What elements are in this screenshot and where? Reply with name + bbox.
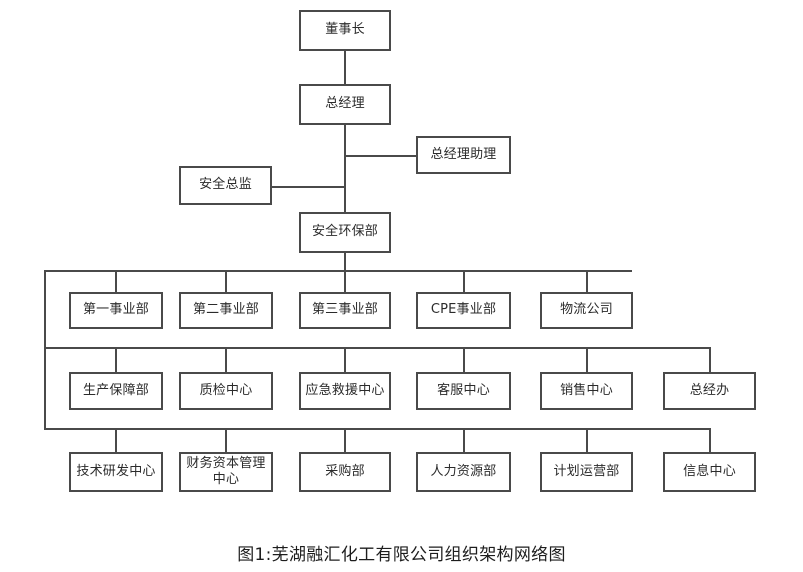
connector-gm-spine xyxy=(344,125,346,212)
node-centers-row-3[interactable]: 客服中心 xyxy=(416,372,511,410)
connector-drop-support-row-4 xyxy=(585,428,588,452)
node-label: 总经理助理 xyxy=(430,146,497,162)
node-centers-row-5[interactable]: 总经办 xyxy=(663,372,756,410)
connector-drop-support-row-2 xyxy=(344,428,346,452)
node-business-units-row-3[interactable]: CPE事业部 xyxy=(416,292,511,329)
connector-gm-to-assistant xyxy=(344,155,416,157)
connector-chairman-to-gm xyxy=(344,51,346,84)
node-label: 第二事业部 xyxy=(192,302,259,318)
node-support-row-1[interactable]: 财务资本管理中心 xyxy=(179,452,273,492)
node-centers-row-0[interactable]: 生产保障部 xyxy=(69,372,163,410)
node-label: 应急救援中心 xyxy=(305,382,385,398)
node-chairman[interactable]: 董事长 xyxy=(299,10,391,51)
node-support-row-3[interactable]: 人力资源部 xyxy=(416,452,511,492)
node-label: 生产保障部 xyxy=(82,382,149,398)
connector-bus-support-row xyxy=(44,428,710,430)
node-safety-director[interactable]: 安全总监 xyxy=(179,166,272,205)
node-label: 第三事业部 xyxy=(311,302,378,318)
node-label: 质检中心 xyxy=(199,382,253,398)
node-business-units-row-4[interactable]: 物流公司 xyxy=(540,292,633,329)
connector-safety-to-bus xyxy=(344,253,346,270)
connector-drop-centers-row-4 xyxy=(585,347,588,372)
node-support-row-0[interactable]: 技术研发中心 xyxy=(69,452,163,492)
connector-left-spine xyxy=(44,270,46,428)
node-label: 人力资源部 xyxy=(430,463,497,479)
node-label: 安全环保部 xyxy=(311,224,378,240)
node-support-row-2[interactable]: 采购部 xyxy=(299,452,391,492)
node-label: 董事长 xyxy=(325,22,365,38)
node-label: 计划运营部 xyxy=(553,463,620,479)
figure-caption: 图1:芜湖融汇化工有限公司组织架构网络图 xyxy=(237,545,566,565)
node-label: CPE事业部 xyxy=(430,302,497,318)
node-label: 安全总监 xyxy=(199,177,252,193)
connector-drop-centers-row-1 xyxy=(225,347,227,372)
connector-drop-centers-row-5 xyxy=(708,347,711,372)
node-label: 客服中心 xyxy=(437,382,490,398)
connector-drop-centers-row-0 xyxy=(115,347,117,372)
connector-drop-business-units-row-2 xyxy=(344,270,346,292)
connector-drop-business-units-row-4 xyxy=(585,270,588,292)
connector-drop-centers-row-2 xyxy=(344,347,346,372)
node-safety-env-dept[interactable]: 安全环保部 xyxy=(299,212,391,253)
connector-drop-business-units-row-3 xyxy=(462,270,465,292)
connector-drop-business-units-row-1 xyxy=(225,270,227,292)
node-label: 物流公司 xyxy=(560,302,613,318)
node-label: 销售中心 xyxy=(560,382,613,398)
node-support-row-5[interactable]: 信息中心 xyxy=(663,452,756,492)
node-centers-row-2[interactable]: 应急救援中心 xyxy=(299,372,391,410)
connector-drop-support-row-3 xyxy=(462,428,465,452)
connector-drop-business-units-row-0 xyxy=(115,270,117,292)
connector-drop-support-row-0 xyxy=(115,428,117,452)
connector-bus-centers-row xyxy=(44,347,710,349)
node-label: 技术研发中心 xyxy=(76,463,156,479)
node-gm-assistant[interactable]: 总经理助理 xyxy=(416,136,511,174)
connector-drop-support-row-5 xyxy=(708,428,711,452)
connector-bus-business-units-row xyxy=(44,270,632,272)
node-label: 总经理 xyxy=(325,96,365,112)
node-label: 总经办 xyxy=(689,382,730,398)
node-business-units-row-1[interactable]: 第二事业部 xyxy=(179,292,273,329)
node-centers-row-1[interactable]: 质检中心 xyxy=(179,372,273,410)
connector-drop-support-row-1 xyxy=(225,428,227,452)
node-label: 财务资本管理中心 xyxy=(186,455,266,487)
node-support-row-4[interactable]: 计划运营部 xyxy=(540,452,633,492)
node-label: 第一事业部 xyxy=(82,302,149,318)
connector-director-to-spine xyxy=(272,186,344,188)
node-centers-row-4[interactable]: 销售中心 xyxy=(540,372,633,410)
connector-drop-centers-row-3 xyxy=(462,347,465,372)
node-label: 信息中心 xyxy=(683,463,736,479)
node-label: 采购部 xyxy=(325,463,365,479)
node-general-manager[interactable]: 总经理 xyxy=(299,84,391,125)
node-business-units-row-2[interactable]: 第三事业部 xyxy=(299,292,391,329)
node-business-units-row-0[interactable]: 第一事业部 xyxy=(69,292,163,329)
